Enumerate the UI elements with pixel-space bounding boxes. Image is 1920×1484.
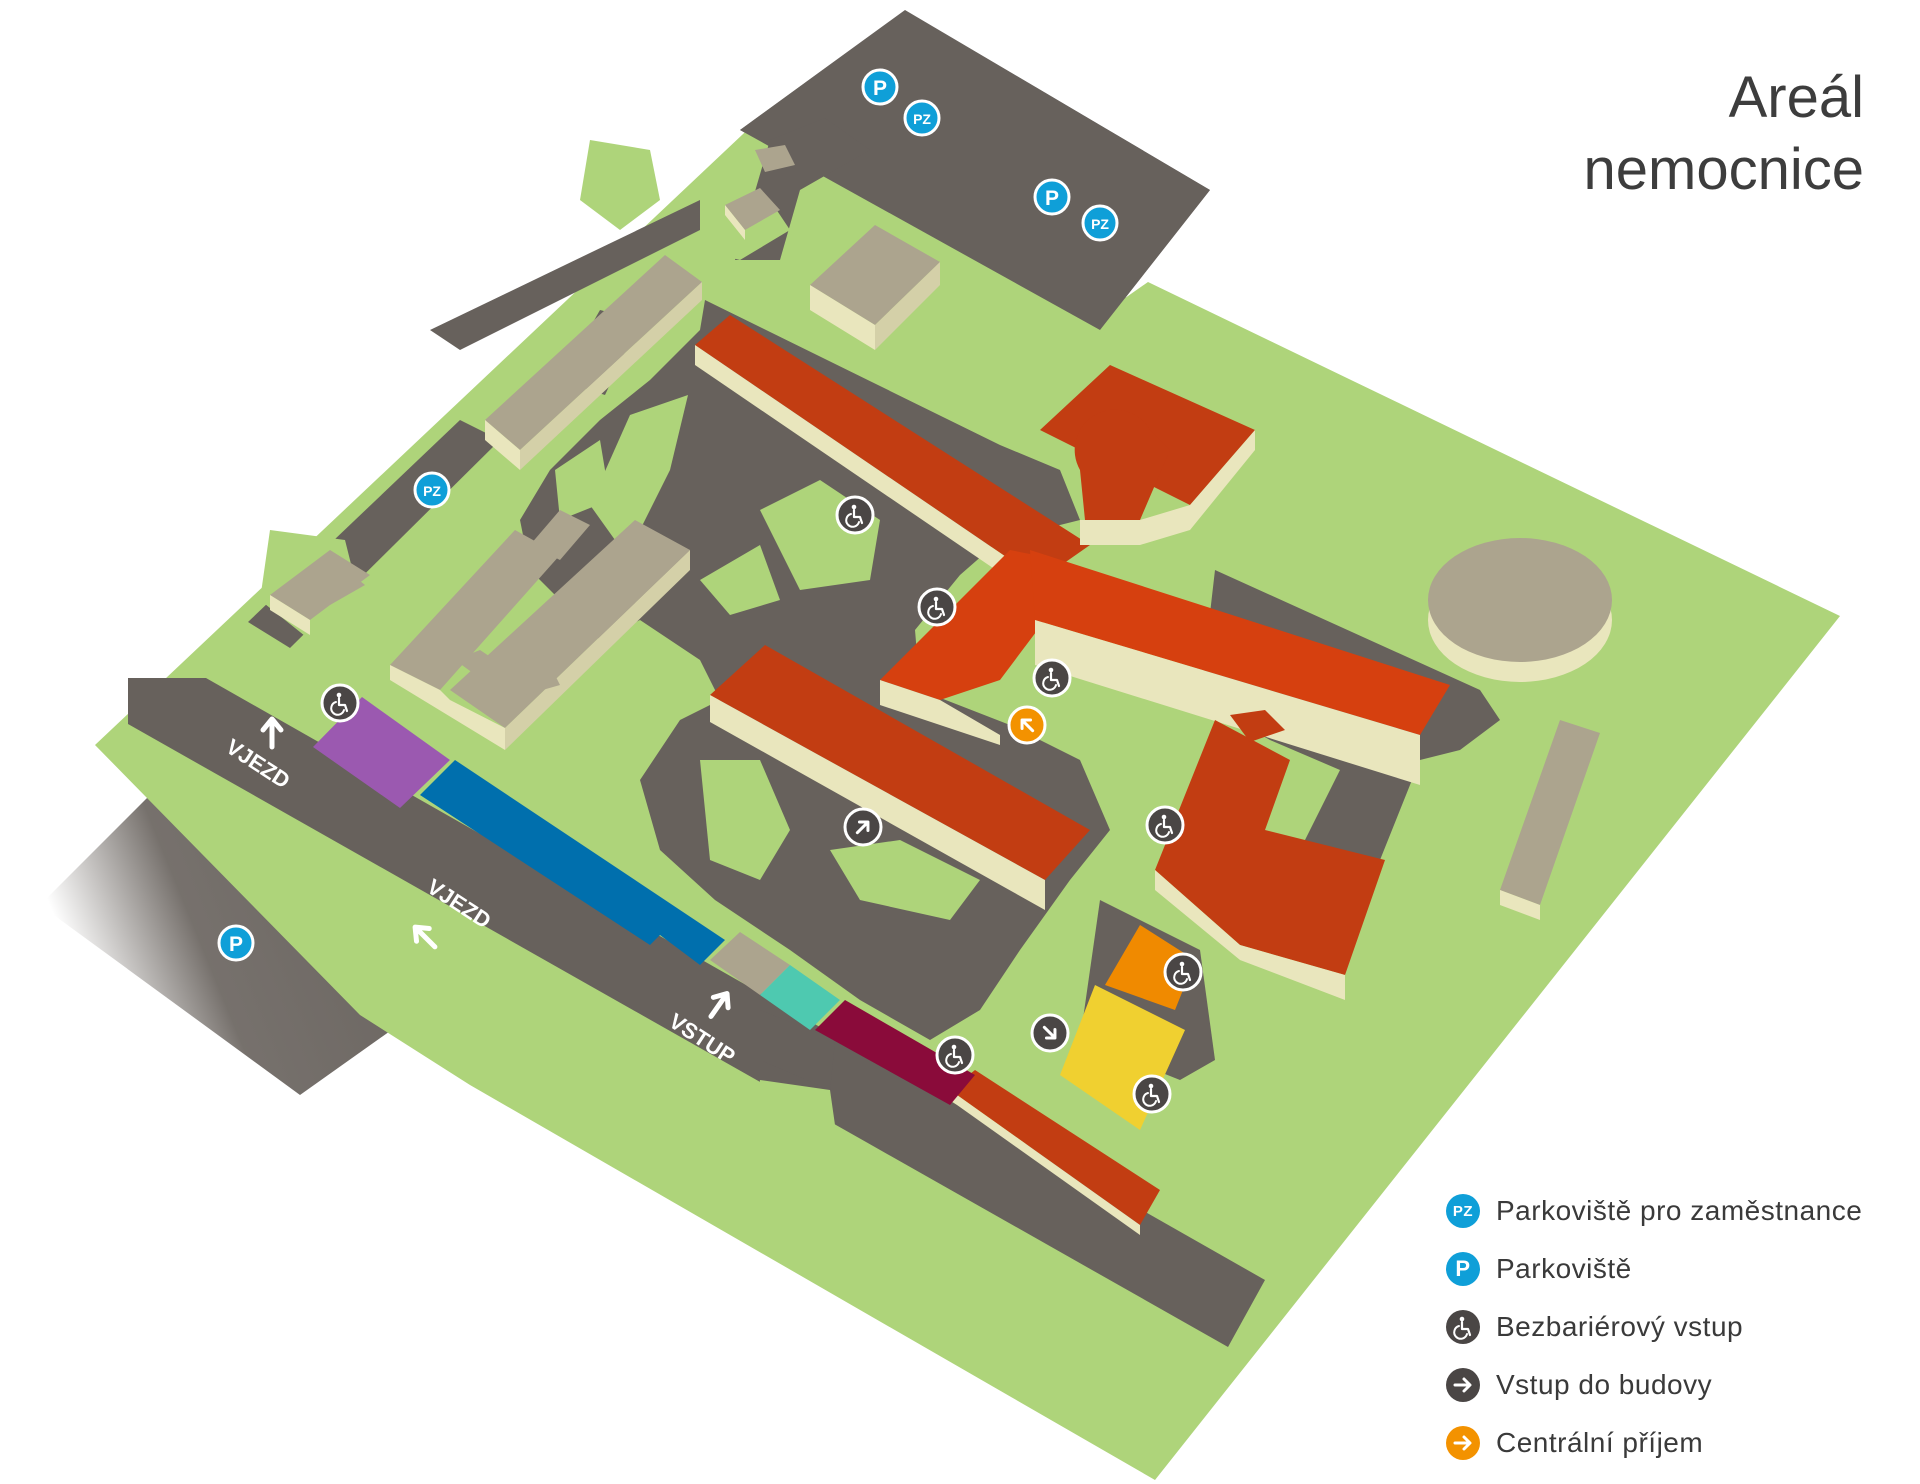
legend-item-wheelchair: Bezbariérový vstup [1446, 1310, 1916, 1344]
wheelchair-entrance-marker[interactable] [1032, 658, 1072, 698]
staff-parking-icon: PZ [1446, 1194, 1480, 1228]
pavilion-grey-entrance [710, 932, 790, 995]
parking-badge: P [1455, 1256, 1471, 1281]
arrow-right-icon [1446, 1368, 1480, 1402]
legend-item-parking: P Bezbariérový vstup Parkoviště [1446, 1252, 1916, 1286]
building-north-small [725, 145, 795, 240]
map-title-line-2: nemocnice [1583, 137, 1864, 202]
building-round-tank [1428, 538, 1612, 682]
legend-label: Parkoviště [1496, 1253, 1632, 1284]
map-title: Areál nemocnice [1584, 62, 1864, 206]
staff-parking-marker-north-2[interactable]: PZ [1081, 204, 1119, 242]
building-south-red-strip [950, 1070, 1160, 1235]
building-courtyard-u [390, 510, 690, 750]
building-north-block [810, 225, 940, 350]
building-main-diagonal [695, 315, 1090, 600]
building-north-hub [1040, 365, 1255, 545]
staff-parking-marker-label: PZ [423, 483, 441, 499]
map-legend: PZ Parkoviště pro zaměstnance P Bezbarié… [1446, 1194, 1916, 1484]
parking-marker-southwest[interactable]: P [217, 924, 255, 962]
wheelchair-entrance-marker[interactable] [1163, 952, 1203, 992]
red-main-buildings [695, 315, 1450, 1235]
wheelchair-entrance-marker[interactable] [1145, 805, 1185, 845]
wheelchair-entrance-marker[interactable] [917, 587, 957, 627]
wheelchair-entrance-marker[interactable] [320, 683, 360, 723]
building-south-wing [710, 645, 1090, 910]
building-entrance-marker[interactable] [843, 807, 883, 847]
wheelchair-icon [1446, 1310, 1480, 1344]
arrow-right-orange-icon [1446, 1426, 1480, 1460]
legend-item-staff-parking: PZ Parkoviště pro zaměstnance [1446, 1194, 1916, 1228]
building-west-small [270, 550, 370, 635]
staff-parking-marker-label: PZ [1091, 216, 1109, 232]
parking-markers: P PZ P PZ PZ P [217, 68, 1119, 962]
building-long-northwest [485, 255, 702, 470]
vstup-arrow-up [708, 991, 731, 1019]
parking-marker-north-2[interactable]: P [1033, 178, 1071, 216]
wheelchair-entrance-marker[interactable] [935, 1035, 975, 1075]
parking-marker-label: P [229, 933, 243, 956]
wheelchair-markers [320, 495, 1203, 1114]
pavilion-teal [760, 965, 840, 1030]
building-entrance-markers [843, 705, 1070, 1053]
wheelchair-entrance-marker[interactable] [835, 495, 875, 535]
staff-parking-marker-west[interactable]: PZ [413, 471, 451, 509]
legend-label: Centrální příjem [1496, 1427, 1704, 1458]
staff-parking-badge: PZ [1452, 1202, 1474, 1220]
legend-item-building-entrance: Vstup do budovy [1446, 1368, 1916, 1402]
pavilion-maroon [815, 1000, 975, 1105]
legend-label: Bezbariérový vstup [1496, 1311, 1744, 1342]
vjezd-arrow-up [260, 716, 284, 750]
legend-label: Parkoviště pro zaměstnance [1496, 1195, 1863, 1226]
staff-parking-marker-north-1[interactable]: PZ [903, 99, 941, 137]
legend-label: Vstup do budovy [1496, 1369, 1713, 1400]
staff-parking-marker-label: PZ [913, 111, 931, 127]
parking-icon: P [1446, 1252, 1480, 1286]
wheelchair-entrance-marker[interactable] [1132, 1074, 1172, 1114]
legend-item-central-admission: Centrální příjem [1446, 1426, 1916, 1460]
building-east-wing [1155, 710, 1385, 1000]
pavilion-blue [420, 760, 725, 965]
map-title-line-1: Areál [1728, 65, 1864, 130]
central-admission-marker[interactable] [1007, 705, 1047, 745]
parking-marker-label: P [873, 77, 887, 100]
parking-marker-label: P [1045, 187, 1059, 210]
building-main-center [880, 550, 1450, 785]
parking-marker-north-1[interactable]: P [861, 68, 899, 106]
building-entrance-marker[interactable] [1030, 1013, 1070, 1053]
vjezd-arrow-down [412, 924, 438, 950]
pavilion-purple [313, 697, 450, 808]
building-east-long [1500, 720, 1600, 920]
grey-buildings [270, 145, 1612, 920]
pavilion-orange [1105, 925, 1195, 1010]
